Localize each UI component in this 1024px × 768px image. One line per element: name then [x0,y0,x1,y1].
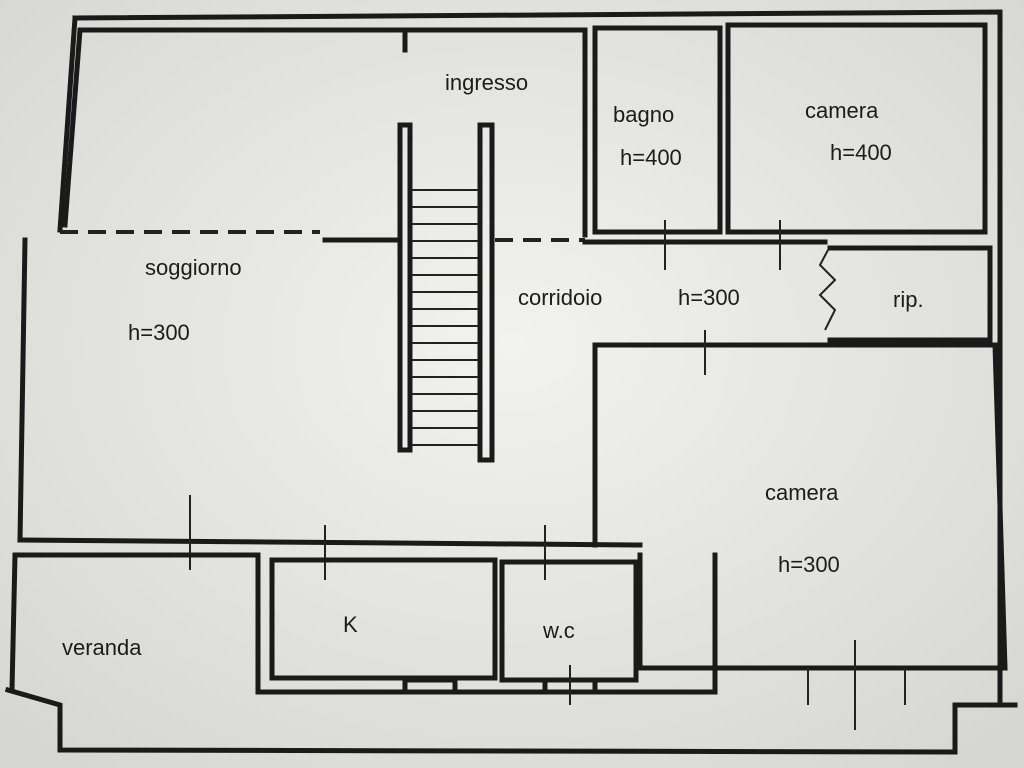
label-kitchen: K [343,612,358,637]
label-soggiorno: soggiorno [145,255,242,280]
label-wc: w.c [542,618,575,643]
height-soggiorno: h=300 [128,320,190,345]
walls [4,9,1018,755]
room-labels: ingresso bagno h=400 camera h=400 soggio… [62,70,924,660]
label-camera-top: camera [805,98,879,123]
height-camera-big: h=300 [778,552,840,577]
label-veranda: veranda [62,635,142,660]
label-ripostiglio: rip. [893,287,924,312]
label-corridoio: corridoio [518,285,602,310]
height-bagno: h=400 [620,145,682,170]
label-bagno: bagno [613,102,674,127]
label-ingresso: ingresso [445,70,528,95]
height-camera-top: h=400 [830,140,892,165]
staircase [412,189,478,446]
height-corridoio: h=300 [678,285,740,310]
label-camera-big: camera [765,480,839,505]
